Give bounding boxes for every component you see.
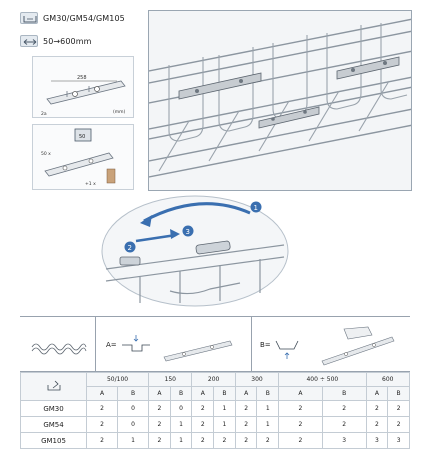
clamp-drawing: 50 50 x +1 x xyxy=(32,124,134,190)
value-cell: 2 xyxy=(234,416,258,433)
sub-header: B xyxy=(169,386,193,401)
option-a: A= xyxy=(96,317,252,371)
value-cell: 1 xyxy=(256,400,280,417)
value-cell: 1 xyxy=(169,416,193,433)
sub-header: A xyxy=(278,386,323,401)
width-header: 150 xyxy=(148,372,193,387)
coupler-grid: 50/100 150 200 300 400 ÷ 500 600 A B A B… xyxy=(20,372,411,449)
svg-text:2a: 2a xyxy=(41,111,47,117)
value-cell: 2 xyxy=(191,400,215,417)
joint-drawing: 258 2a (mm) xyxy=(32,56,134,118)
spec-models: GM30/GM54/GM105 xyxy=(20,12,125,24)
value-cell: 0 xyxy=(116,400,150,417)
assembly-detail: 1 2 3 xyxy=(100,193,290,309)
value-cell: 2 xyxy=(86,416,118,433)
svg-text:1: 1 xyxy=(254,204,258,212)
callout-2: 2 xyxy=(124,241,136,253)
tray-wrench-icon xyxy=(20,372,87,401)
table-row: GM54 2 0 2 1 2 1 2 1 2 2 2 2 xyxy=(20,416,410,433)
value-cell: 2 xyxy=(278,416,323,433)
sub-header: A xyxy=(148,386,171,401)
value-cell: 2 xyxy=(365,400,389,417)
value-cell: 2 xyxy=(86,432,118,449)
svg-text:50: 50 xyxy=(79,134,85,140)
value-cell: 3 xyxy=(365,432,389,449)
value-cell: 1 xyxy=(116,432,150,449)
mesh-sample xyxy=(20,317,96,371)
spec-widths: 50→600mm xyxy=(20,35,92,47)
svg-text:2: 2 xyxy=(128,244,132,252)
option-a-label: A= xyxy=(106,341,117,349)
width-arrow-icon xyxy=(20,35,38,47)
value-cell: 2 xyxy=(365,416,389,433)
table-row: GM105 2 1 2 1 2 2 2 2 2 3 3 3 xyxy=(20,432,410,449)
width-header: 400 ÷ 500 xyxy=(278,372,367,387)
value-cell: 2 xyxy=(148,416,171,433)
value-cell: 1 xyxy=(169,432,193,449)
svg-text:3: 3 xyxy=(186,228,190,236)
value-cell: 2 xyxy=(234,400,258,417)
tray-profile-icon xyxy=(20,12,38,24)
value-cell: 2 xyxy=(387,400,410,417)
width-header: 300 xyxy=(234,372,280,387)
svg-text:(mm): (mm) xyxy=(113,109,126,115)
sub-header: B xyxy=(256,386,280,401)
value-cell: 1 xyxy=(213,416,236,433)
svg-text:258: 258 xyxy=(77,75,87,81)
model-cell: GM30 xyxy=(20,400,87,417)
value-cell: 2 xyxy=(387,416,410,433)
coupler-table: A= B= xyxy=(20,316,411,449)
model-cell: GM54 xyxy=(20,416,87,433)
sub-header: A xyxy=(234,386,258,401)
option-header: A= B= xyxy=(20,316,410,372)
value-cell: 3 xyxy=(387,432,410,449)
sub-header: A xyxy=(86,386,118,401)
widths-text: 50→600mm xyxy=(43,36,92,46)
sub-header: A xyxy=(365,386,389,401)
sub-header: B xyxy=(321,386,367,401)
value-cell: 2 xyxy=(321,400,367,417)
value-cell: 2 xyxy=(278,432,323,449)
callout-3: 3 xyxy=(182,225,194,237)
option-b: B= xyxy=(252,317,410,371)
value-cell: 2 xyxy=(191,416,215,433)
sub-header: B xyxy=(116,386,150,401)
width-header: 200 xyxy=(191,372,236,387)
value-cell: 2 xyxy=(213,432,236,449)
width-header: 600 xyxy=(365,372,411,387)
value-cell: 1 xyxy=(256,416,280,433)
width-header: 50/100 xyxy=(85,372,150,387)
value-cell: 0 xyxy=(169,400,193,417)
value-cell: 2 xyxy=(278,400,323,417)
value-cell: 2 xyxy=(148,400,171,417)
sub-header: B xyxy=(213,386,236,401)
value-cell: 2 xyxy=(234,432,258,449)
value-cell: 3 xyxy=(321,432,367,449)
value-cell: 2 xyxy=(191,432,215,449)
value-cell: 1 xyxy=(213,400,236,417)
model-cell: GM105 xyxy=(20,432,87,449)
table-row: GM30 2 0 2 0 2 1 2 1 2 2 2 2 xyxy=(20,400,410,417)
sub-header: B xyxy=(387,386,410,401)
option-b-label: B= xyxy=(260,341,271,349)
sub-header: A xyxy=(191,386,215,401)
cable-tray-photo xyxy=(148,10,412,191)
models-text: GM30/GM54/GM105 xyxy=(43,13,125,23)
value-cell: 0 xyxy=(116,416,150,433)
value-cell: 2 xyxy=(86,400,118,417)
callout-1: 1 xyxy=(250,201,262,213)
svg-text:50 x: 50 x xyxy=(41,151,51,157)
value-cell: 2 xyxy=(321,416,367,433)
value-cell: 2 xyxy=(148,432,171,449)
value-cell: 2 xyxy=(256,432,280,449)
svg-text:+1 x: +1 x xyxy=(85,181,96,187)
